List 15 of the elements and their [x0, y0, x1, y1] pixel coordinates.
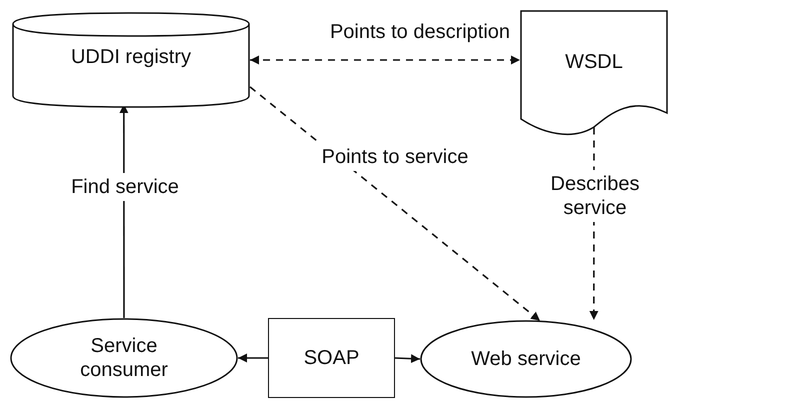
edge-label: Points to description — [328, 20, 512, 45]
node-label: Service consumer — [79, 334, 169, 382]
arrow — [250, 56, 520, 64]
node-label: WSDL — [564, 50, 624, 74]
registry-cylinder — [12, 12, 250, 108]
ellipse-node — [10, 318, 238, 398]
node-label: UDDI registry — [70, 45, 192, 69]
arrow — [238, 354, 268, 362]
node-label: SOAP — [302, 346, 360, 370]
arrow — [250, 86, 540, 322]
document-shape — [520, 10, 668, 135]
arrow — [394, 354, 420, 364]
process-box — [268, 318, 395, 398]
ellipse-node — [420, 320, 632, 398]
node-label: Web service — [470, 347, 582, 371]
